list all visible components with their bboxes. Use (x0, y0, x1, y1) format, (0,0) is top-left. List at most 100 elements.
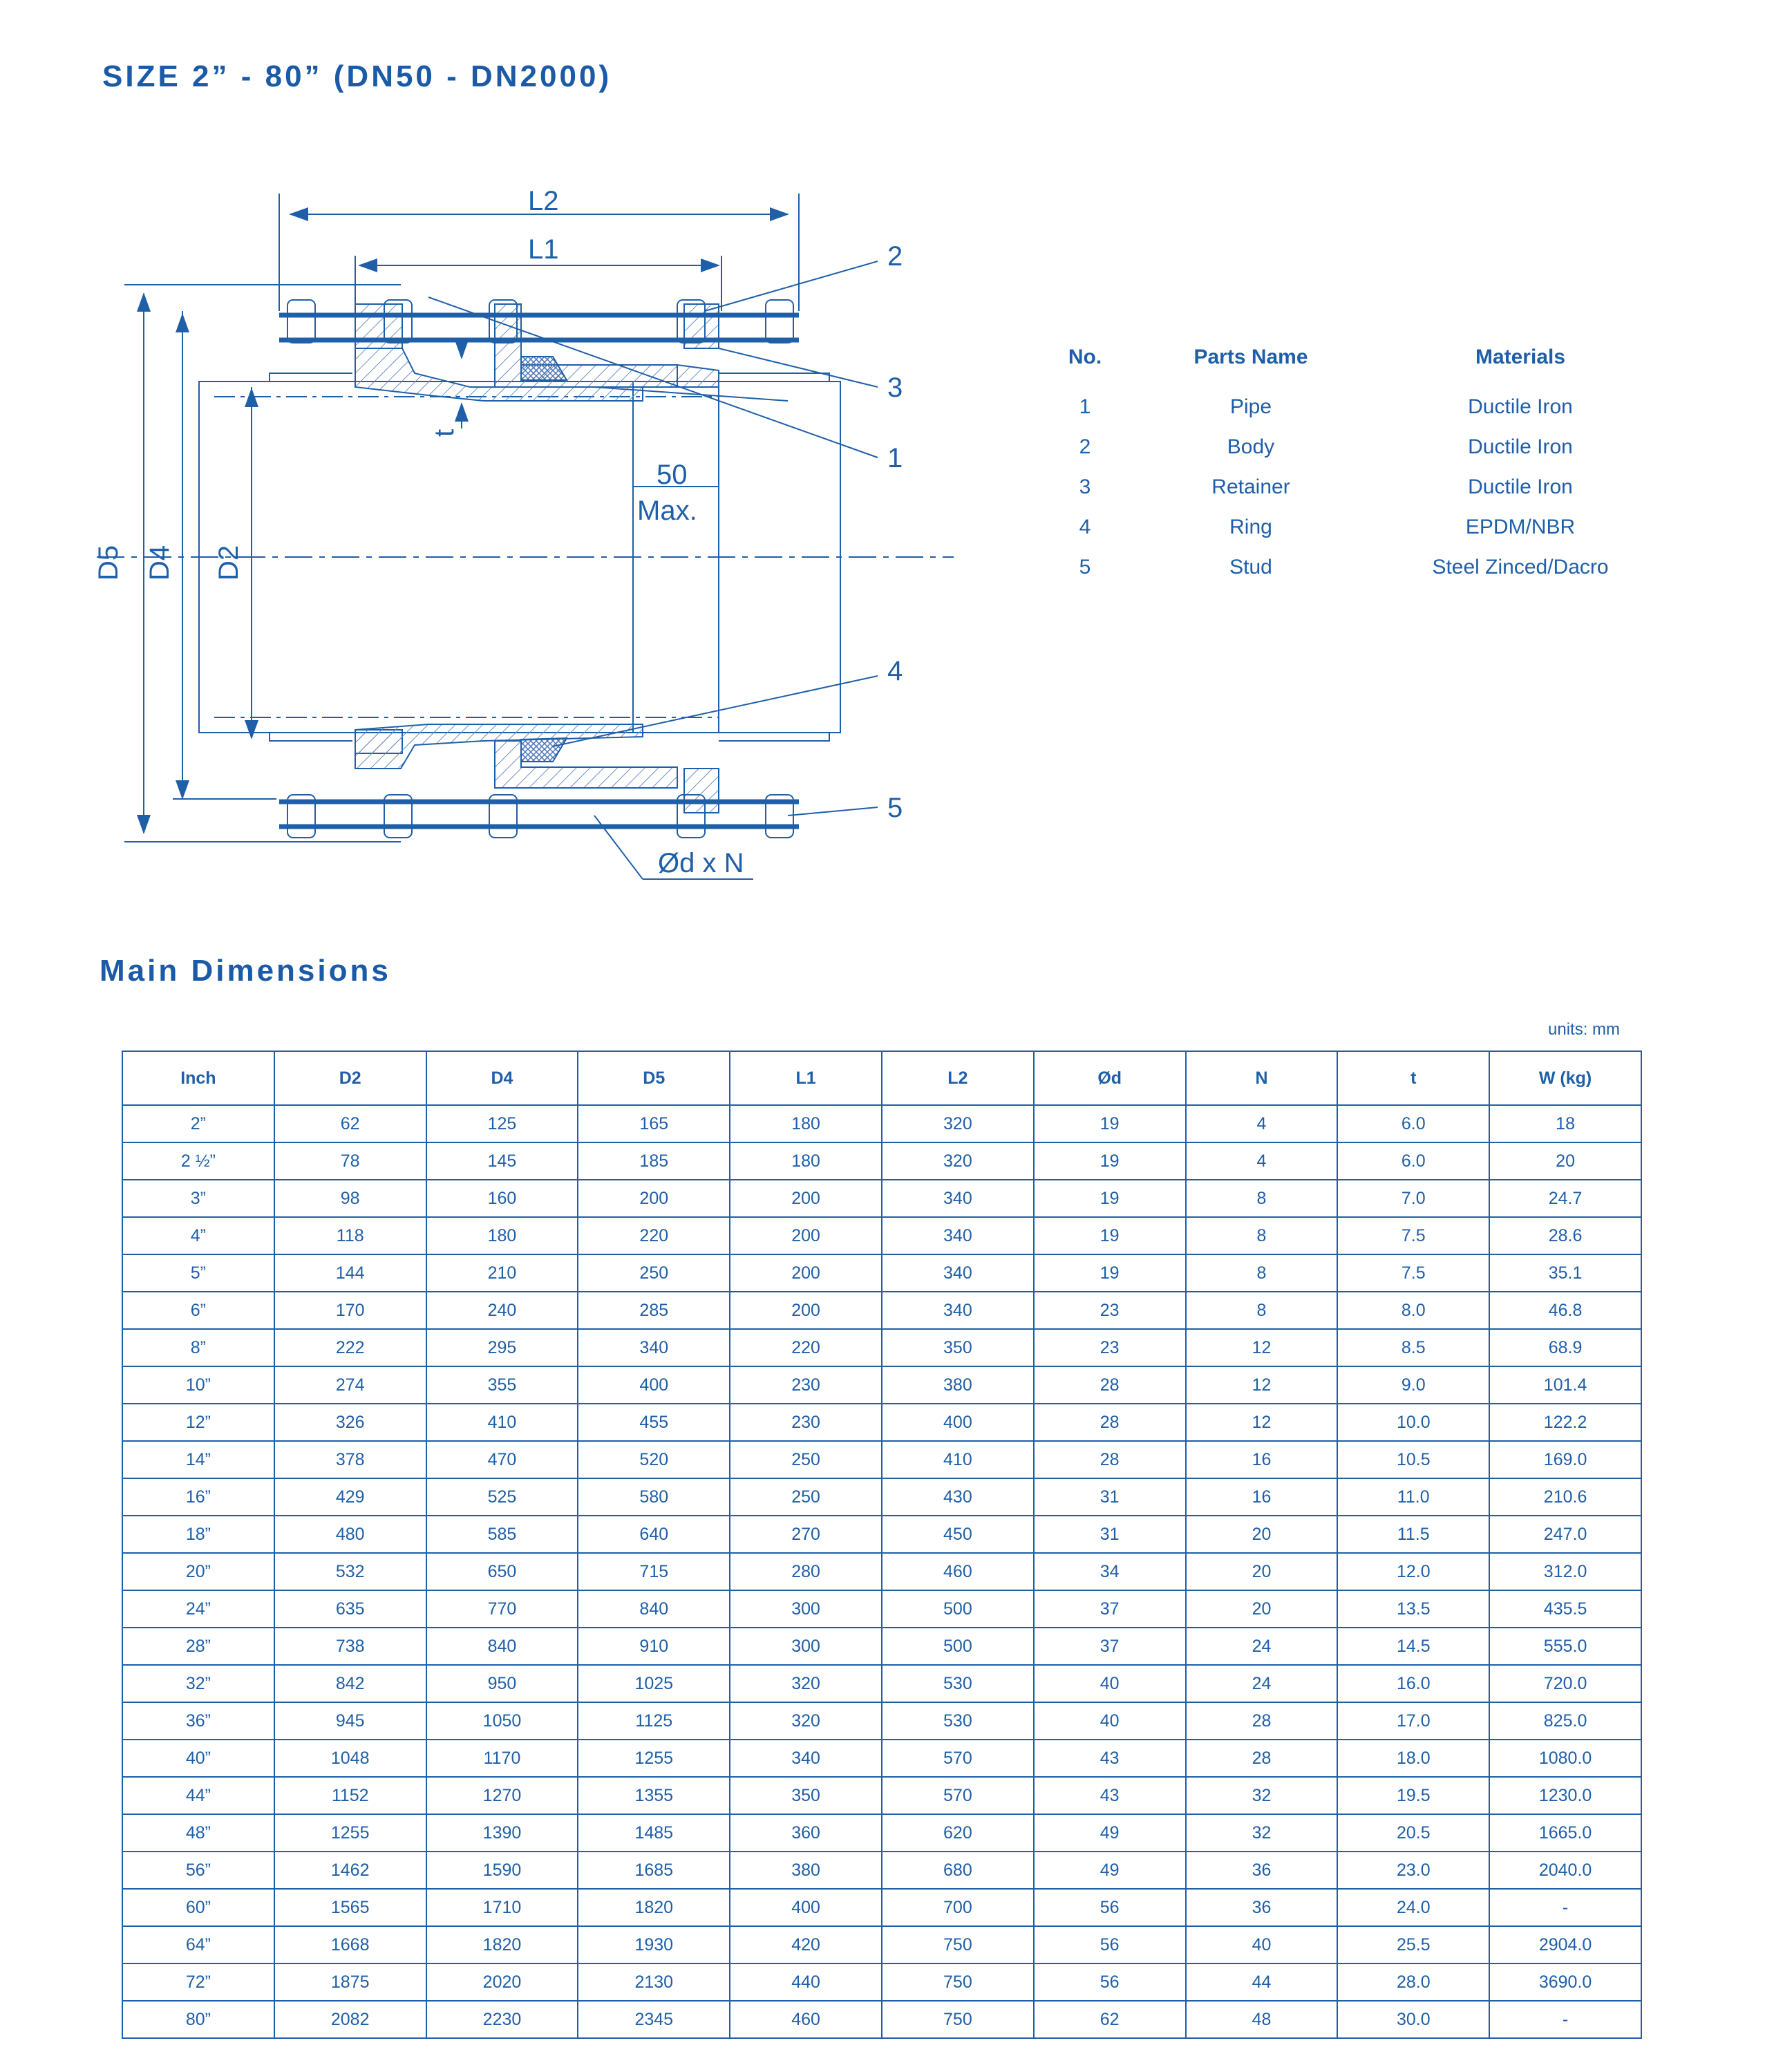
table-cell: 180 (729, 1104, 882, 1143)
table-cell: 910 (577, 1627, 731, 1666)
column-header: D5 (577, 1051, 731, 1106)
part-material: Steel Zinced/Dacro (1432, 556, 1609, 578)
table-cell: 10.5 (1337, 1440, 1491, 1479)
table-cell: 18 (1489, 1104, 1642, 1143)
table-cell: 2020 (425, 1963, 579, 2002)
table-cell: 340 (880, 1291, 1035, 1330)
gap-value-label: 50 (657, 460, 688, 490)
column-header: D2 (273, 1051, 427, 1106)
table-cell: 530 (880, 1664, 1035, 1703)
table-cell: 28” (122, 1627, 275, 1666)
table-cell: 270 (729, 1515, 882, 1554)
table-cell: 1685 (577, 1851, 731, 1890)
dim-label-l1: L1 (528, 234, 559, 265)
part-material: Ductile Iron (1468, 475, 1573, 498)
table-cell: 6.0 (1337, 1104, 1491, 1143)
table-cell: 11.5 (1337, 1515, 1491, 1554)
table-cell: 500 (880, 1627, 1035, 1666)
table-cell: 460 (880, 1552, 1035, 1591)
dim-label-l2: L2 (528, 186, 559, 216)
table-cell: 570 (880, 1739, 1035, 1778)
table-cell: 532 (273, 1552, 427, 1591)
table-cell: 180 (729, 1142, 882, 1180)
table-cell: 60” (122, 1888, 275, 1927)
table-cell: 326 (273, 1403, 427, 1442)
table-cell: 200 (729, 1179, 882, 1218)
table-cell: 320 (729, 1702, 882, 1740)
table-cell: 1048 (273, 1739, 427, 1778)
table-cell: 160 (425, 1179, 579, 1218)
table-cell: 340 (880, 1254, 1035, 1292)
table-cell: 1590 (425, 1851, 579, 1890)
table-cell: 24 (1184, 1627, 1339, 1666)
technical-drawing: L2 L1 D5 D4 D2 t 50 Max. Ød x N 2 3 1 4 … (97, 186, 954, 880)
table-cell: 80” (122, 2000, 275, 2039)
table-cell: 8.0 (1337, 1291, 1491, 1330)
table-cell: 200 (577, 1179, 731, 1218)
part-number: 4 (1079, 516, 1091, 538)
table-cell: 222 (273, 1328, 427, 1367)
table-cell: 842 (273, 1664, 427, 1703)
column-header: L1 (729, 1051, 882, 1106)
table-cell: 12 (1184, 1403, 1339, 1442)
table-cell: 19 (1032, 1216, 1187, 1255)
table-cell: 23 (1032, 1291, 1187, 1330)
table-cell: 19 (1032, 1254, 1187, 1292)
table-cell: 37 (1032, 1590, 1187, 1628)
part-number: 1 (1079, 395, 1091, 418)
table-cell: 185 (577, 1142, 731, 1180)
section-title: Main Dimensions (100, 954, 391, 988)
table-cell: 1565 (273, 1888, 427, 1927)
table-cell: 250 (577, 1254, 731, 1292)
table-cell: 16.0 (1337, 1664, 1491, 1703)
table-cell: 220 (729, 1328, 882, 1367)
table-cell: 56 (1032, 1925, 1187, 1964)
table-cell: 530 (880, 1702, 1035, 1740)
table-cell: 350 (729, 1776, 882, 1815)
table-cell: 32 (1184, 1776, 1339, 1815)
table-cell: 770 (425, 1590, 579, 1628)
table-cell: 6” (122, 1291, 275, 1330)
table-cell: 435.5 (1489, 1590, 1642, 1628)
table-cell: 64” (122, 1925, 275, 1964)
bolt-label: Ød x N (658, 848, 744, 878)
table-cell: 3” (122, 1179, 275, 1218)
table-cell: 1462 (273, 1851, 427, 1890)
table-cell: 165 (577, 1104, 731, 1143)
table-cell: 180 (425, 1216, 579, 1255)
table-cell: 1820 (425, 1925, 579, 1964)
table-cell: 20 (1184, 1515, 1339, 1554)
table-cell: 378 (273, 1440, 427, 1479)
table-cell: 36 (1184, 1851, 1339, 1890)
table-cell: 24.0 (1337, 1888, 1491, 1927)
table-cell: 8 (1184, 1291, 1339, 1330)
table-cell: 28.0 (1337, 1963, 1491, 2002)
table-cell: 2082 (273, 2000, 427, 2039)
table-cell: 32” (122, 1664, 275, 1703)
table-cell: 43 (1032, 1776, 1187, 1815)
table-cell: 49 (1032, 1814, 1187, 1852)
table-cell: 312.0 (1489, 1552, 1642, 1591)
table-cell: 2345 (577, 2000, 731, 2039)
table-cell: 450 (880, 1515, 1035, 1554)
table-cell: 430 (880, 1478, 1035, 1516)
table-cell: 35.1 (1489, 1254, 1642, 1292)
table-cell: 340 (729, 1739, 882, 1778)
table-cell: 46.8 (1489, 1291, 1642, 1330)
table-cell: 8 (1184, 1179, 1339, 1218)
table-cell: 320 (729, 1664, 882, 1703)
